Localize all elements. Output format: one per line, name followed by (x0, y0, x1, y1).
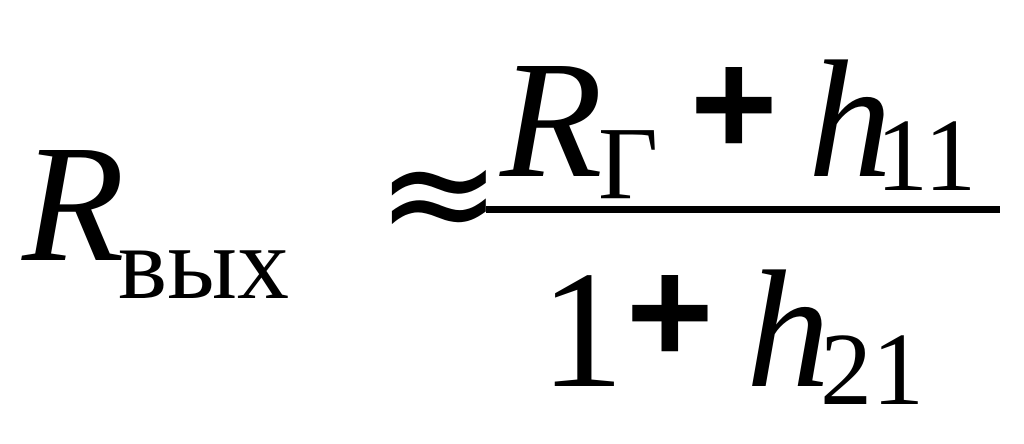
denominator-h-symbol: h (746, 237, 830, 423)
lhs-symbol: R (22, 111, 125, 297)
lhs-subscript: вых (118, 206, 289, 321)
denominator-one: 1 (540, 237, 624, 423)
denominator-h-subscript: 21 (820, 312, 924, 427)
denominator-plus-sign: + (626, 227, 714, 395)
approx-sign: ≈ (376, 106, 502, 280)
numerator-plus-sign: + (690, 19, 778, 187)
numerator-r-subscript: Г (598, 106, 659, 221)
numerator-r-symbol: R (500, 27, 603, 213)
fraction-bar (486, 206, 1000, 213)
numerator-h-symbol: h (808, 27, 892, 213)
numerator-h-subscript: 11 (876, 98, 977, 213)
